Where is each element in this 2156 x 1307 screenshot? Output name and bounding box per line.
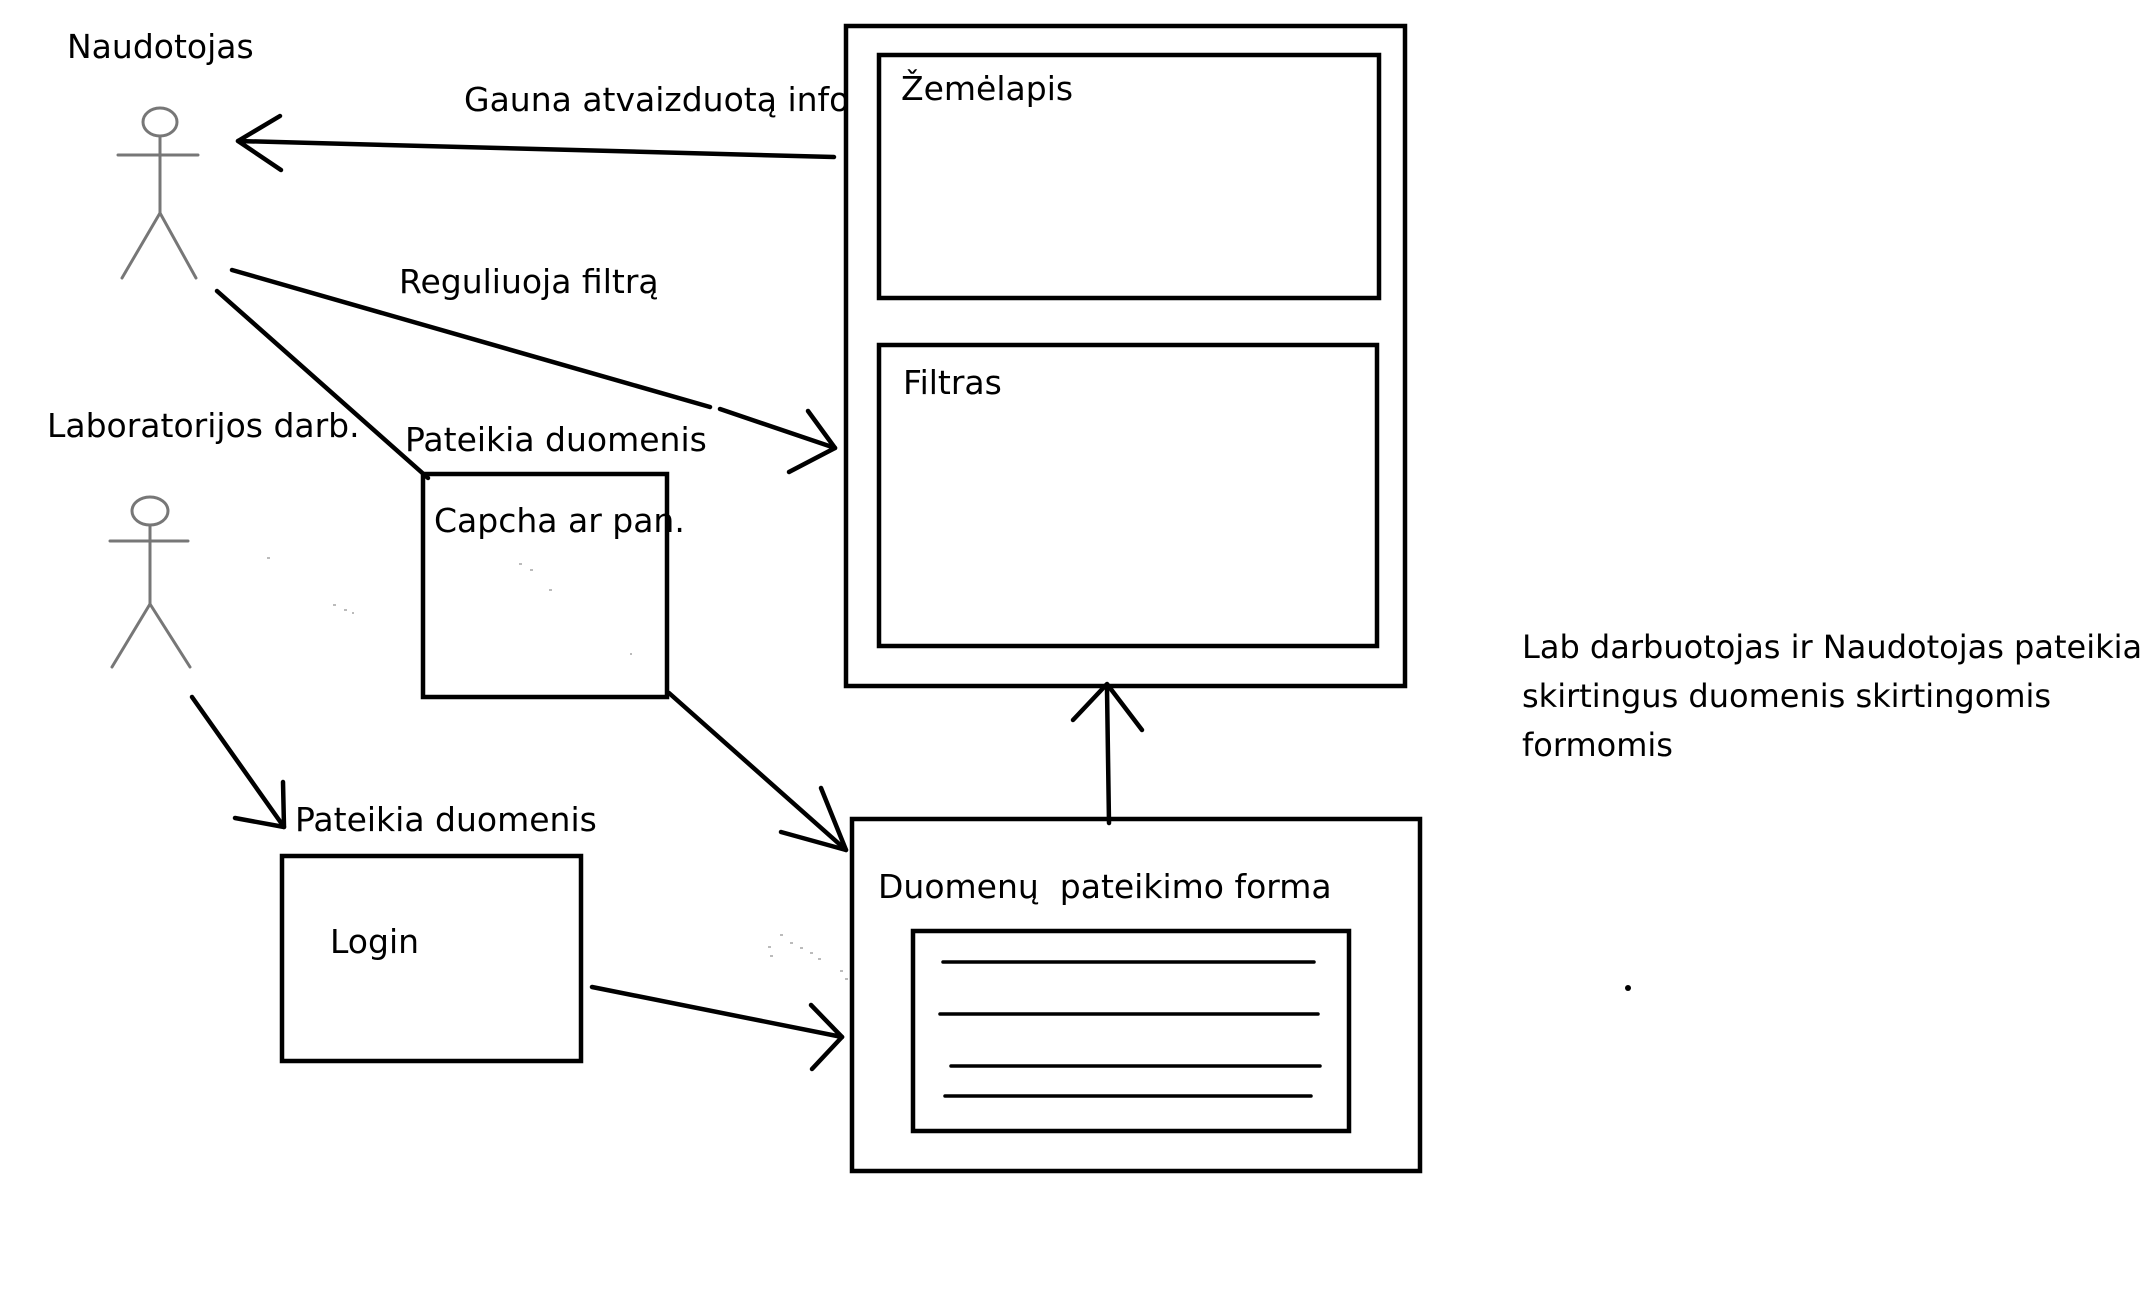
arrow-adjusts-filter: Reguliuoja filtrą	[229, 262, 838, 475]
stick-figure-icon	[116, 106, 200, 280]
note-line: formomis	[1522, 726, 1673, 764]
data-form-component: Duomenų pateikimo forma	[849, 816, 1423, 1174]
system-boundary-box	[843, 23, 1408, 689]
stick-figure-icon	[108, 495, 192, 669]
arrow-receives-info: Gauna atvaizduotą info	[235, 80, 849, 173]
filter-label: Filtras	[903, 363, 1002, 402]
captcha-box	[420, 471, 670, 700]
filter-box	[876, 342, 1380, 649]
login-box	[279, 853, 584, 1064]
actor-user: Naudotojas	[67, 27, 254, 280]
actor-lab-worker: Laboratorijos darb.	[47, 406, 360, 669]
actor-lab-worker-label: Laboratorijos darb.	[47, 406, 360, 445]
data-form-label: Duomenų pateikimo forma	[878, 867, 1332, 906]
user-submits-label: Pateikia duomenis	[405, 420, 707, 459]
note-line: skirtingus duomenis skirtingomis	[1522, 677, 2051, 715]
data-form-box	[849, 816, 1423, 1174]
arrow-captcha-to-form	[666, 690, 849, 853]
lab-submits-label: Pateikia duomenis	[295, 800, 597, 839]
actor-user-label: Naudotojas	[67, 27, 254, 66]
login-component: Login	[279, 853, 584, 1064]
login-label: Login	[330, 922, 419, 961]
captcha-component: Capcha ar pan.	[420, 471, 685, 700]
arrow-user-submits: Pateikia duomenis	[214, 288, 707, 481]
adjusts-filter-label: Reguliuoja filtrą	[399, 262, 659, 301]
filter-component: Filtras	[876, 342, 1380, 649]
map-label: Žemėlapis	[901, 68, 1073, 108]
note: Lab darbuotojas ir Naudotojas pateikia s…	[1522, 628, 2142, 764]
faint-marks	[267, 557, 1631, 991]
arrow-login-to-form	[589, 984, 845, 1072]
map-box	[876, 52, 1382, 301]
arrow-lab-submits: Pateikia duomenis	[189, 694, 597, 839]
captcha-label: Capcha ar pan.	[434, 501, 685, 540]
note-line: Lab darbuotojas ir Naudotojas pateikia	[1522, 628, 2142, 666]
arrow-form-to-system	[1070, 681, 1145, 826]
form-fields-box	[910, 928, 1352, 1134]
map-component: Žemėlapis	[876, 52, 1382, 301]
receives-info-label: Gauna atvaizduotą info	[464, 80, 849, 119]
